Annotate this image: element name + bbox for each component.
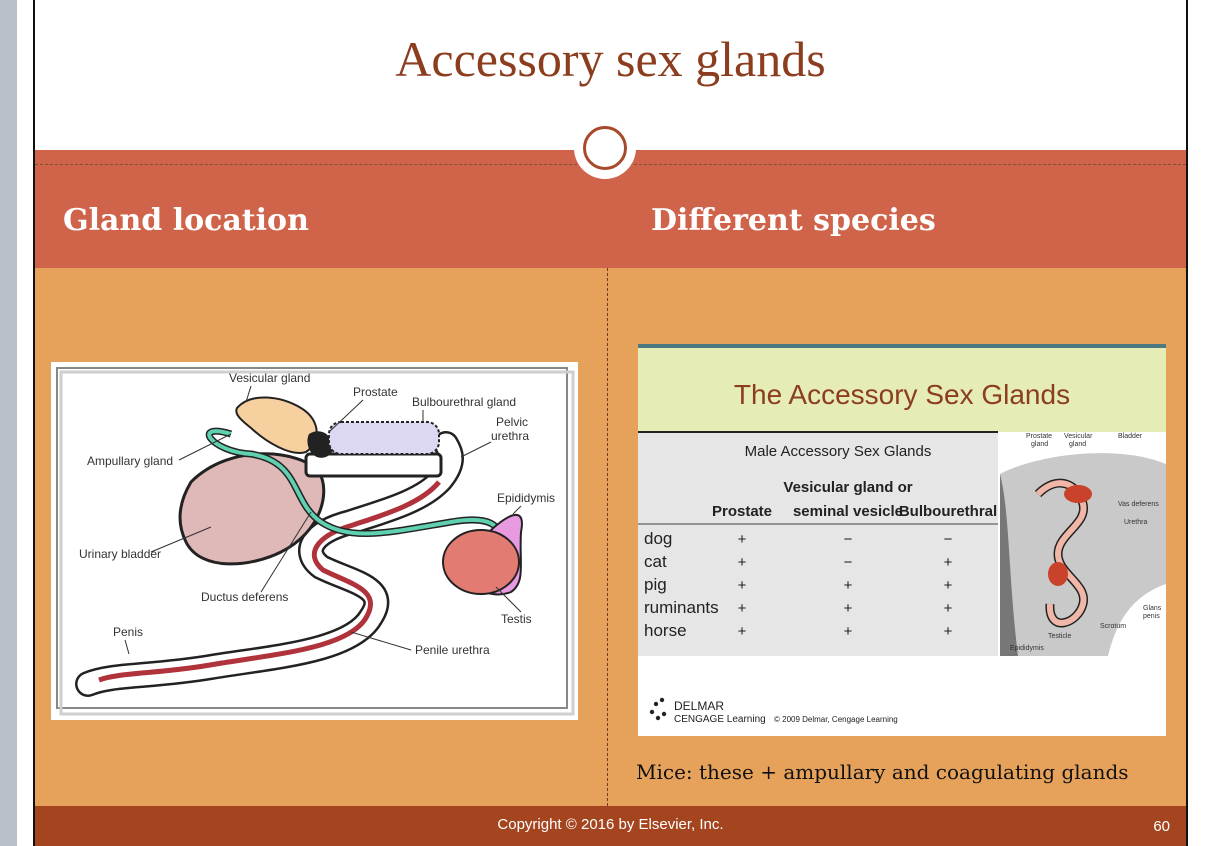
anatomy-label-urethra: Urethra xyxy=(1124,519,1147,526)
anatomy-label-penis: penis xyxy=(1143,613,1160,620)
label-ampullary-gland: Ampullary gland xyxy=(87,454,173,468)
table-cell-bulbourethral: + xyxy=(944,577,953,594)
anatomy-label-epididymis: Epididymis xyxy=(1010,645,1044,652)
footer-bar: Copyright © 2016 by Elsevier, Inc. 60 xyxy=(35,806,1186,846)
horse-body xyxy=(1000,453,1166,656)
bladder-shape xyxy=(1064,485,1092,503)
figure-title: The Accessory Sex Glands xyxy=(734,379,1070,410)
testicle-shape xyxy=(1048,562,1068,586)
table-cell-species: cat xyxy=(644,552,667,571)
label-epididymis: Epididymis xyxy=(497,491,555,505)
table-cell-species: pig xyxy=(644,575,667,594)
page-number: 60 xyxy=(1153,818,1170,835)
anatomy-labels: Prostate gland Vesicular gland Bladder V… xyxy=(1010,433,1162,652)
penile-urethra xyxy=(98,480,441,683)
label-ductus-deferens: Ductus deferens xyxy=(201,590,288,604)
horse-tail xyxy=(1000,474,1018,656)
col-header-bulbourethral: Bulbourethral xyxy=(899,503,997,520)
anatomy-label-vesicular-gland: gland xyxy=(1069,441,1086,448)
table-cell-species: horse xyxy=(644,621,687,640)
table-cell-bulbourethral: + xyxy=(944,554,953,571)
vesicular-gland xyxy=(235,396,318,454)
bladder-neck xyxy=(304,452,443,478)
anatomy-label-scrotum: Scrotum xyxy=(1100,623,1126,630)
table-panel xyxy=(638,432,998,656)
table-cell-prostate: + xyxy=(738,554,747,571)
diagram-shadow xyxy=(59,370,575,716)
label-bulbourethral-gland: Bulbourethral gland xyxy=(412,395,516,409)
anatomy-label-testicle: Testicle xyxy=(1048,633,1071,640)
testis xyxy=(442,529,520,595)
figure-top-rule xyxy=(638,344,1166,348)
table-cell-vesicular: + xyxy=(844,577,853,594)
label-urethra: urethra xyxy=(491,429,529,443)
label-urinary-bladder: Urinary bladder xyxy=(79,547,161,561)
table-cell-vesicular: + xyxy=(844,623,853,640)
publisher-name: DELMAR xyxy=(674,699,724,713)
table-cell-bulbourethral: − xyxy=(944,531,953,548)
slide-frame-left xyxy=(33,0,35,846)
anatomy-label-prostate-gland: gland xyxy=(1031,441,1048,448)
right-column-heading: Different species xyxy=(651,203,936,238)
label-penile-urethra: Penile urethra xyxy=(415,643,490,657)
gland-location-diagram: Vesicular gland Prostate Bulbourethral g… xyxy=(51,362,578,720)
col-header-prostate: Prostate xyxy=(712,503,772,520)
species-table-figure: The Accessory Sex Glands Male Accessory … xyxy=(638,344,1166,736)
table-cell-prostate: + xyxy=(738,600,747,617)
circle-ornament-icon xyxy=(583,126,627,170)
label-penis: Penis xyxy=(113,625,143,639)
table-cell-vesicular: − xyxy=(844,531,853,548)
publisher-copyright: © 2009 Delmar, Cengage Learning xyxy=(774,715,898,724)
table-cell-vesicular: − xyxy=(844,554,853,571)
leader-lines xyxy=(124,385,522,655)
table-cell-species: ruminants xyxy=(644,598,719,617)
slide-title: Accessory sex glands xyxy=(395,31,826,87)
table-cell-prostate: + xyxy=(738,623,747,640)
label-vesicular-gland: Vesicular gland xyxy=(229,371,310,385)
ductus-deferens xyxy=(207,429,498,536)
figure-title-band xyxy=(638,348,1166,432)
table-cell-prostate: + xyxy=(738,577,747,594)
table-cell-vesicular: + xyxy=(844,600,853,617)
table-rows: dog + − − cat + − + pig + + + ruminants + + + horse + + + xyxy=(644,529,953,640)
table-cell-bulbourethral: + xyxy=(944,600,953,617)
label-prostate: Prostate xyxy=(353,385,398,399)
table-cell-species: dog xyxy=(644,529,672,548)
slide-frame-right xyxy=(1186,0,1188,846)
left-column-heading: Gland location xyxy=(63,203,309,238)
species-caption: Mice: these + ampullary and coagulating … xyxy=(636,760,1129,784)
col-header-vesicular-1: Vesicular gland or xyxy=(783,479,912,496)
table-title: Male Accessory Sex Glands xyxy=(745,443,932,460)
urinary-bladder xyxy=(178,452,326,566)
anatomy-label-vesicular: Vesicular xyxy=(1064,433,1093,440)
prostate xyxy=(307,431,334,458)
copyright-text: Copyright © 2016 by Elsevier, Inc. xyxy=(497,816,724,833)
publisher-subtitle: CENGAGE Learning xyxy=(674,714,766,725)
table-cell-prostate: + xyxy=(738,531,747,548)
anatomy-label-glans: Glans xyxy=(1143,605,1162,612)
label-pelvic: Pelvic xyxy=(496,415,528,429)
label-testis: Testis xyxy=(501,612,532,626)
anatomy-label-prostate: Prostate xyxy=(1026,433,1052,440)
col-header-vesicular-2: seminal vesicle xyxy=(793,503,903,520)
left-gray-strip xyxy=(0,0,17,846)
anatomy-label-vas-deferens: Vas deferens xyxy=(1118,501,1159,508)
table-cell-bulbourethral: + xyxy=(944,623,953,640)
anatomy-label-bladder: Bladder xyxy=(1118,433,1143,440)
delmar-logo-icon xyxy=(649,697,667,721)
column-divider xyxy=(607,268,608,806)
bulbourethral-gland xyxy=(328,421,440,455)
